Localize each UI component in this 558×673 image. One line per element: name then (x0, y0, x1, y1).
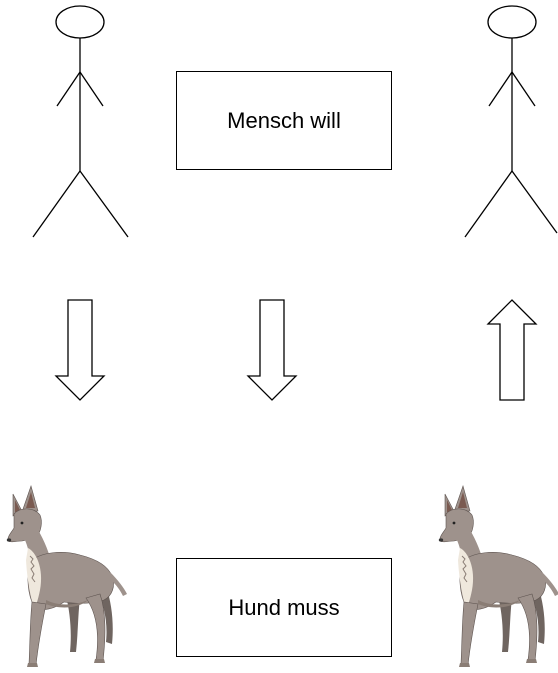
stick-figure-arm-right (79, 71, 104, 107)
dog-left-icon (6, 485, 128, 668)
stick-figure-leg-right (79, 170, 129, 238)
stick-figure-head (487, 5, 537, 39)
label-mensch-will: Mensch will (227, 107, 341, 133)
stick-figure-arm-left (56, 71, 81, 107)
stick-figure-head (55, 5, 105, 39)
stick-figure-arm-right (511, 71, 536, 107)
stick-figure-arm-left (488, 71, 513, 107)
stick-figure-leg-right (511, 170, 558, 234)
stick-figure-leg-left (32, 170, 81, 238)
label-hund-muss: Hund muss (228, 594, 340, 620)
stick-figure-left (32, 5, 129, 238)
arrow-down-left-icon (54, 299, 106, 401)
arrow-down-center-icon (246, 299, 298, 401)
label-box-hund-muss: Hund muss (176, 558, 392, 657)
arrow-up-right-icon (486, 299, 538, 401)
dog-right-icon (438, 485, 558, 668)
stick-figure-right (464, 5, 558, 238)
stick-figure-leg-left (464, 170, 513, 238)
label-box-mensch-will: Mensch will (176, 71, 392, 170)
